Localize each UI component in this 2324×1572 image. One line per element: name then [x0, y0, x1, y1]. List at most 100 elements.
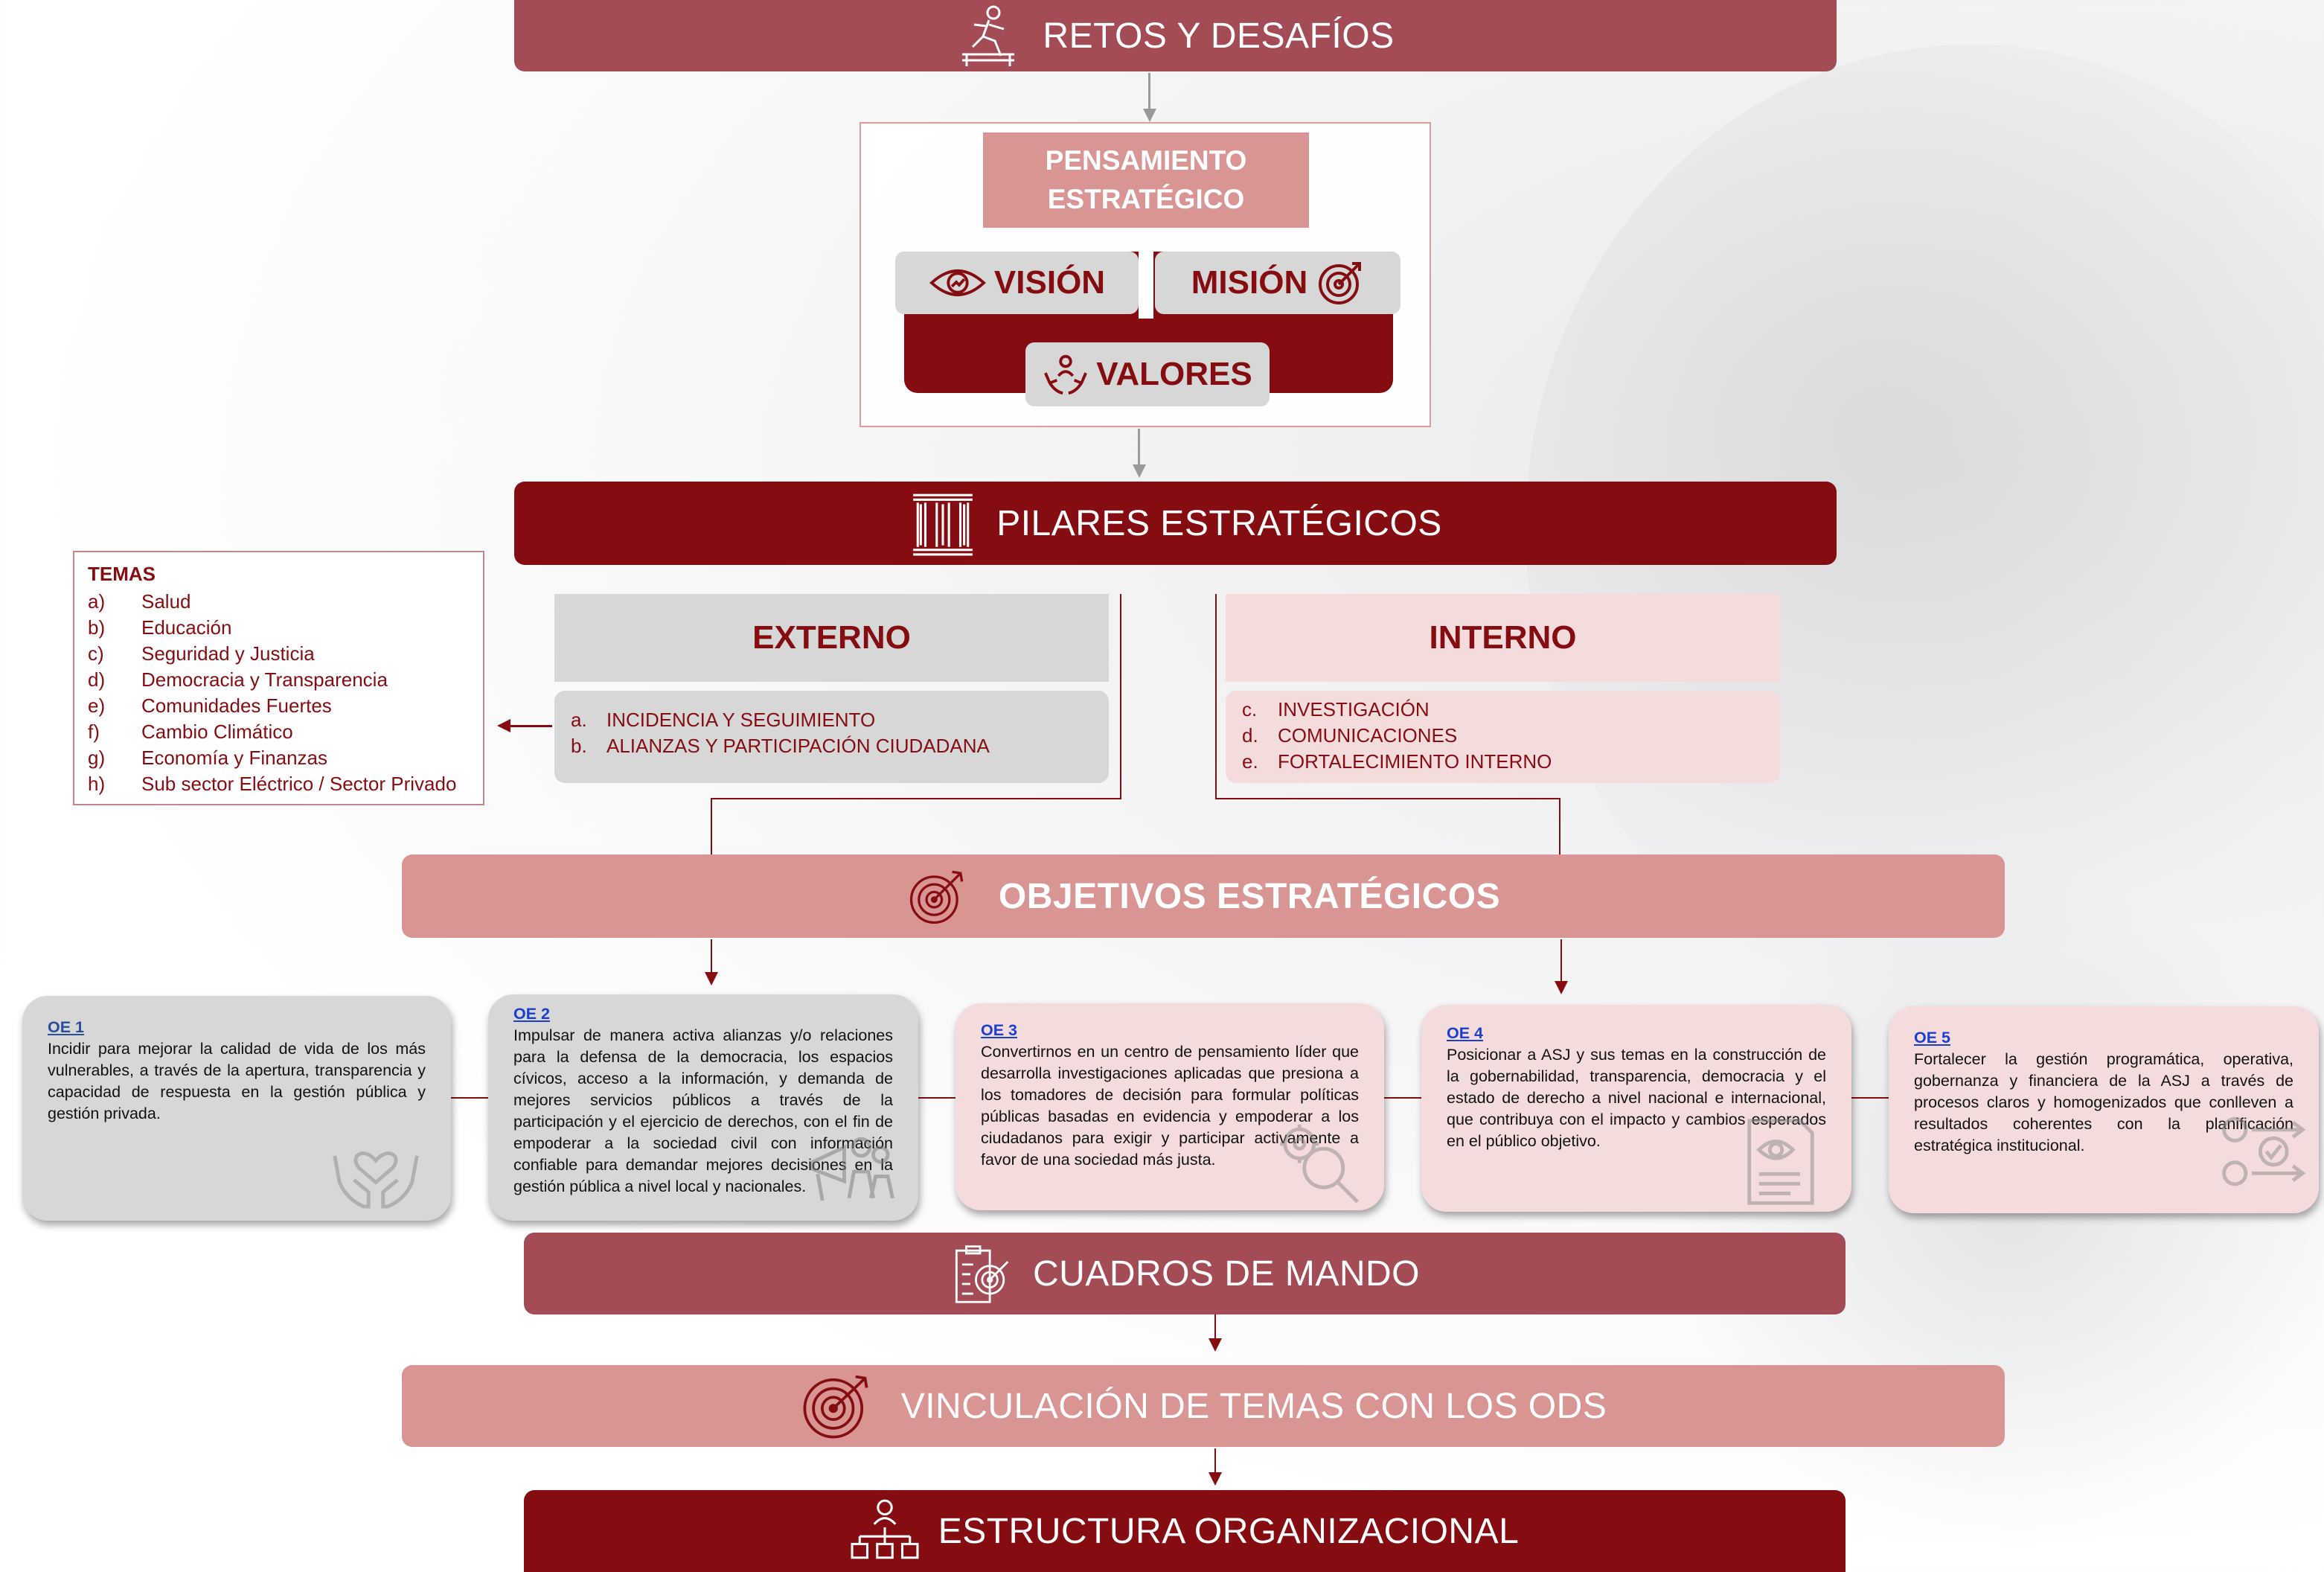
- oe-text: Impulsar de manera activa alianzas y/o r…: [513, 1026, 893, 1195]
- columns-icon: [913, 493, 973, 556]
- oe-card-5: OE 5 Fortalecer la gestión programática,…: [1889, 1006, 2319, 1213]
- objetivos-connector-line: [1560, 939, 1562, 984]
- hands-heart-icon: [333, 1151, 419, 1209]
- interno-item-letter: d.: [1242, 724, 1258, 747]
- gears-check-icon: [2222, 1116, 2306, 1186]
- pensamiento-title-box: PENSAMIENTO ESTRATÉGICO: [983, 132, 1309, 228]
- temas-title: TEMAS: [88, 563, 156, 585]
- crowd-megaphone-icon: [810, 1137, 894, 1201]
- objetivos-connector-arrowhead: [1555, 981, 1568, 994]
- target-arrow-icon: [803, 1375, 868, 1439]
- temas-connector-line: [510, 725, 552, 727]
- oe-text: Posicionar a ASJ y sus temas en la const…: [1447, 1046, 1826, 1150]
- externo-item-label: ALIANZAS Y PARTICIPACIÓN CIUDADANA: [606, 735, 990, 757]
- interno-item-label: FORTALECIMIENTO INTERNO: [1278, 750, 1552, 773]
- temas-item-letter: e): [88, 694, 106, 717]
- temas-item: f) Cambio Climático: [88, 719, 470, 745]
- interno-header: INTERNO: [1226, 594, 1780, 682]
- temas-item: h) Sub sector Eléctrico / Sector Privado: [88, 771, 470, 797]
- connector-arrowhead: [1209, 1338, 1222, 1352]
- externo-item: a. INCIDENCIA Y SEGUIMIENTO: [571, 707, 1092, 733]
- hurdle-runner-icon: [962, 5, 1015, 66]
- temas-item-letter: h): [88, 773, 106, 795]
- estructura-title: ESTRUCTURA ORGANIZACIONAL: [938, 1511, 1520, 1551]
- temas-item: c) Seguridad y Justicia: [88, 641, 470, 667]
- temas-item-label: Seguridad y Justicia: [141, 642, 315, 665]
- oe-connector: [918, 1097, 955, 1099]
- connector-line: [1148, 73, 1150, 110]
- oe-label: OE 2: [513, 1005, 550, 1023]
- oe-label: OE 1: [48, 1018, 84, 1036]
- pilares-title: PILARES ESTRATÉGICOS: [996, 503, 1442, 543]
- interno-bracket: [1215, 594, 1217, 799]
- oe-card-2: OE 2 Impulsar de manera activa alianzas …: [488, 994, 918, 1221]
- temas-item-label: Sub sector Eléctrico / Sector Privado: [141, 773, 457, 795]
- oe-card-4: OE 4 Posicionar a ASJ y sus temas en la …: [1421, 1005, 1851, 1212]
- externo-title: EXTERNO: [752, 619, 911, 656]
- cuadros-title: CUADROS DE MANDO: [1032, 1253, 1421, 1294]
- connector-arrowhead: [1143, 109, 1156, 122]
- clipboard-target-icon: [955, 1245, 1009, 1303]
- eye-chart-icon: [929, 269, 986, 297]
- temas-item-label: Economía y Finanzas: [141, 747, 328, 769]
- temas-item-label: Democracia y Transparencia: [141, 668, 388, 691]
- temas-item: a) Salud: [88, 589, 470, 615]
- document-eye-icon: [1747, 1119, 1814, 1205]
- oe-text: Incidir para mejorar la calidad de vida …: [48, 1040, 426, 1122]
- oe-label: OE 4: [1447, 1024, 1483, 1042]
- temas-box: TEMAS a) Salud b) Educación c) Seguridad y …: [73, 551, 484, 805]
- externo-item: b.ALIANZAS Y PARTICIPACIÓN CIUDADANA: [571, 733, 1092, 759]
- interno-item-letter: c.: [1242, 698, 1258, 720]
- oe-connector: [1851, 1097, 1889, 1099]
- externo-item-letter: a.: [571, 709, 587, 731]
- interno-item-label: INVESTIGACIÓN: [1278, 698, 1430, 720]
- interno-bracket: [1559, 798, 1560, 854]
- pensamiento-title-line2: ESTRATÉGICO: [1047, 184, 1245, 214]
- oe-label: OE 5: [1914, 1029, 1950, 1047]
- externo-body: a. INCIDENCIA Y SEGUIMIENTO b.ALIANZAS Y …: [554, 691, 1109, 783]
- interno-item-letter: e.: [1242, 750, 1258, 773]
- temas-item: b) Educación: [88, 615, 470, 641]
- oe-text: Convertirnos en un centro de pensamiento…: [981, 1043, 1359, 1169]
- connector-arrowhead: [1209, 1472, 1222, 1486]
- pensamiento-divider: [1139, 252, 1153, 319]
- retos-banner: RETOS Y DESAFÍOS: [514, 0, 1837, 71]
- oe-card-3: OE 3 Convertirnos en un centro de pensam…: [955, 1003, 1384, 1210]
- temas-item-letter: g): [88, 747, 106, 769]
- objetivos-connector-arrowhead: [705, 972, 718, 985]
- connector-line: [1214, 1448, 1216, 1475]
- temas-item-letter: c): [88, 642, 104, 665]
- objetivos-title: OBJETIVOS ESTRATÉGICOS: [998, 876, 1501, 916]
- pensamiento-title-line1: PENSAMIENTO: [1045, 145, 1247, 176]
- ods-banner: VINCULACIÓN DE TEMAS CON LOS ODS: [402, 1365, 2005, 1447]
- mision-label: MISIÓN: [1191, 264, 1308, 301]
- oe-text: Fortalecer la gestión programática, oper…: [1914, 1050, 2293, 1154]
- target-icon: [1319, 262, 1362, 304]
- externo-item-label: INCIDENCIA Y SEGUIMIENTO: [606, 709, 876, 731]
- valores-pill: VALORES: [1025, 342, 1270, 406]
- cuadros-banner: CUADROS DE MANDO: [524, 1233, 1846, 1314]
- temas-connector-arrowhead: [497, 719, 510, 732]
- interno-item: d.COMUNICACIONES: [1242, 723, 1764, 749]
- temas-item-letter: a): [88, 590, 106, 613]
- temas-item-label: Comunidades Fuertes: [141, 694, 332, 717]
- vision-label: VISIÓN: [993, 264, 1106, 301]
- externo-bracket: [711, 798, 712, 854]
- oe-label: OE 3: [981, 1021, 1017, 1039]
- connector-arrowhead: [1133, 464, 1146, 478]
- interno-item: c. INVESTIGACIÓN: [1242, 697, 1764, 723]
- retos-title: RETOS Y DESAFÍOS: [1043, 16, 1395, 56]
- objetivos-connector-line: [711, 939, 712, 977]
- temas-item-label: Salud: [141, 590, 191, 613]
- connector-line: [1214, 1314, 1216, 1341]
- temas-item-label: Cambio Climático: [141, 720, 293, 743]
- target-icon: [909, 870, 964, 924]
- temas-item: g) Economía y Finanzas: [88, 745, 470, 771]
- temas-item-letter: f): [88, 720, 100, 743]
- ods-title: VINCULACIÓN DE TEMAS CON LOS ODS: [900, 1386, 1607, 1426]
- interno-bracket: [1215, 798, 1560, 799]
- pilares-banner: PILARES ESTRATÉGICOS: [514, 482, 1837, 565]
- temas-item-letter: b): [88, 616, 106, 639]
- temas-item-label: Educación: [141, 616, 232, 639]
- oe-card-1: OE 1 Incidir para mejorar la calidad de …: [22, 996, 451, 1221]
